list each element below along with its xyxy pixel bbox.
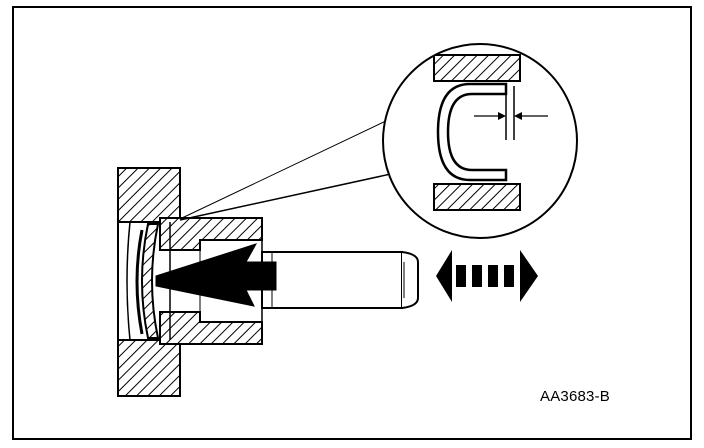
figure-reference-code: AA3683-B <box>540 388 610 405</box>
double-dashed-arrow-icon <box>436 250 538 302</box>
measurement-arrows-icon <box>474 112 548 120</box>
detail-magnifier <box>382 43 578 239</box>
detail-leader-lines <box>179 119 401 221</box>
seal <box>135 223 160 339</box>
housing-upper <box>117 167 181 223</box>
large-arrow-left-icon <box>155 243 277 307</box>
housing-lower <box>117 339 181 397</box>
figure-frame <box>12 6 692 440</box>
